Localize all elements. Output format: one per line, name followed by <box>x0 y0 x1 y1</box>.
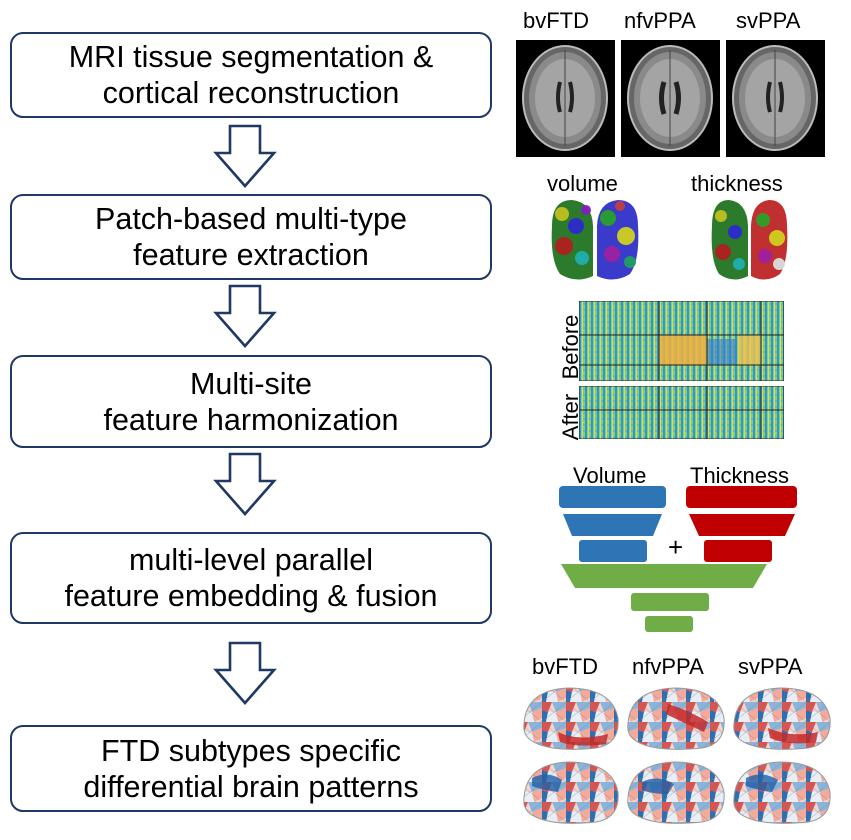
surface-label-thickness: thickness <box>691 171 783 196</box>
step-1-line-2: cortical reconstruction <box>102 76 400 110</box>
down-arrow-icon <box>213 452 277 516</box>
mri-slice-nfvppa <box>621 40 720 157</box>
volume-layer-2 <box>563 514 662 536</box>
thickness-layer-2 <box>689 514 795 536</box>
down-arrow-icon <box>213 641 277 705</box>
pattern-label-bvftd: bvFTD <box>532 654 598 679</box>
step-differential-patterns: FTD subtypes specific differential brain… <box>10 725 492 812</box>
fusion-label-thickness: Thickness <box>690 463 790 488</box>
thickness-layer-3 <box>704 540 772 562</box>
mri-slice-svppa <box>726 40 825 157</box>
fusion-layer-2 <box>631 593 709 611</box>
fusion-layer-1 <box>561 564 767 588</box>
brain-volume-parcellation <box>551 200 639 280</box>
step-5-line-1: FTD subtypes specific <box>100 733 401 768</box>
pattern-label-nfvppa: nfvPPA <box>632 654 704 679</box>
step-3-line-2: feature harmonization <box>103 402 399 437</box>
heatmap-after <box>579 386 784 439</box>
surface-label-volume: volume <box>547 171 618 196</box>
brain-pattern-surfaces <box>523 687 831 824</box>
volume-layer-3 <box>579 540 647 562</box>
heatmap-before <box>579 301 784 381</box>
fusion-label-volume: Volume <box>573 463 647 488</box>
step-2-line-1: Patch-based multi-type <box>95 202 407 236</box>
volume-layer-1 <box>559 486 666 508</box>
step-embedding-fusion: multi-level parallel feature embedding &… <box>10 532 492 624</box>
step-5-line-2: differential brain patterns <box>83 769 419 804</box>
step-4-line-2: feature embedding & fusion <box>64 579 438 613</box>
thickness-layer-1 <box>686 486 797 508</box>
step-1-line-1: MRI tissue segmentation & <box>68 40 434 74</box>
step-4-line-1: multi-level parallel <box>128 543 374 577</box>
step-harmonization: Multi-site feature harmonization <box>10 355 492 448</box>
fusion-plus-sign: + <box>668 532 684 562</box>
down-arrow-icon <box>213 124 277 188</box>
mri-label-bvftd: bvFTD <box>523 8 589 33</box>
fusion-layer-3 <box>645 616 693 632</box>
step-2-line-2: feature extraction <box>133 238 369 272</box>
pattern-label-svppa: svPPA <box>738 654 803 679</box>
fusion-funnel-diagram <box>559 486 797 632</box>
step-feature-extraction: Patch-based multi-type feature extractio… <box>10 194 492 280</box>
step-3-line-1: Multi-site <box>189 366 312 401</box>
mri-label-nfvppa: nfvPPA <box>624 8 696 33</box>
mri-slice-bvftd <box>516 40 615 157</box>
step-mri-segmentation: MRI tissue segmentation & cortical recon… <box>10 32 492 118</box>
brain-thickness-parcellation <box>711 200 788 280</box>
mri-label-svppa: svPPA <box>736 8 801 33</box>
down-arrow-icon <box>213 284 277 348</box>
